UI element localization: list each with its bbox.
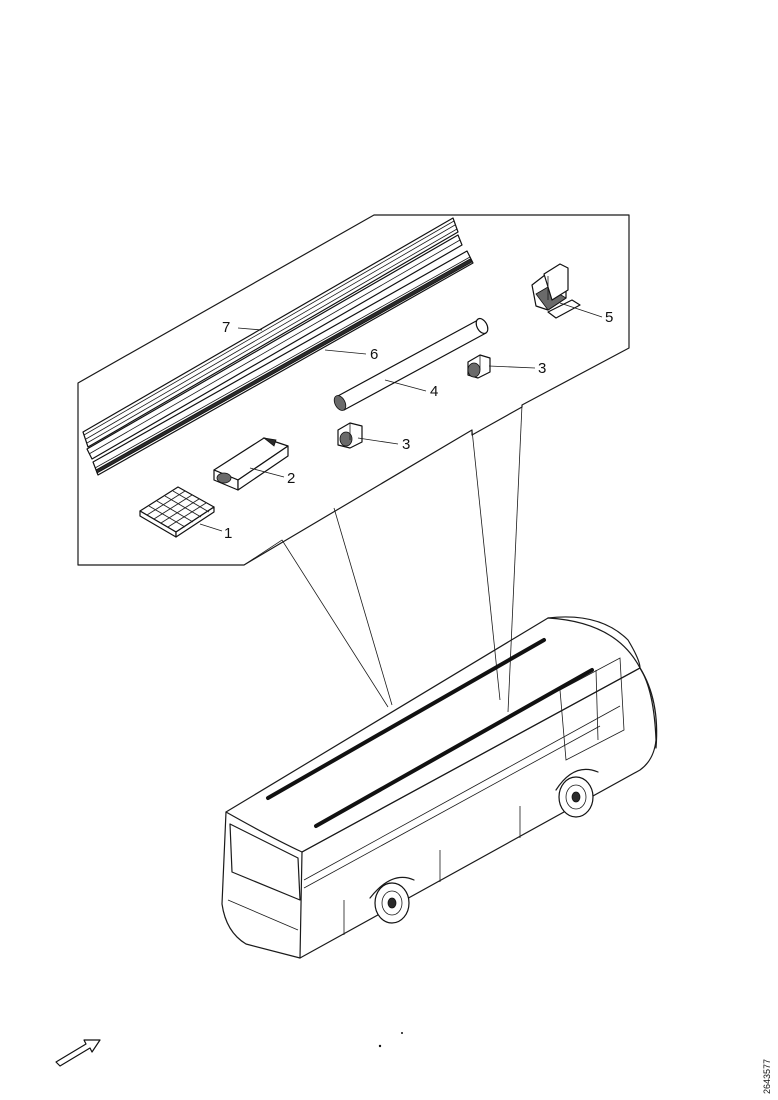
speck-mark xyxy=(378,1044,382,1048)
callout-3-upper: 3 xyxy=(538,360,546,377)
part-6-strip xyxy=(92,250,474,476)
callout-7: 7 xyxy=(222,319,230,336)
bus-illustration xyxy=(221,616,658,959)
callout-4: 4 xyxy=(430,383,438,400)
leader-lines xyxy=(199,302,603,532)
part-4-tube xyxy=(333,317,489,411)
callout-5: 5 xyxy=(605,309,613,326)
part-1-pad xyxy=(139,486,215,538)
part-3-endcap-upper xyxy=(467,354,491,379)
reference-code: 2643577 xyxy=(762,1059,772,1094)
part-3-endcap-lower xyxy=(337,422,363,449)
direction-arrow-icon xyxy=(55,1039,101,1067)
part-2-clip xyxy=(213,437,289,491)
callout-2: 2 xyxy=(287,470,295,487)
part-7-rail xyxy=(82,217,463,460)
callout-1: 1 xyxy=(224,525,232,542)
callout-6: 6 xyxy=(370,346,378,363)
callout-3-lower: 3 xyxy=(402,436,410,453)
speck-mark-2 xyxy=(401,1032,403,1034)
part-5-bracket xyxy=(531,263,581,319)
